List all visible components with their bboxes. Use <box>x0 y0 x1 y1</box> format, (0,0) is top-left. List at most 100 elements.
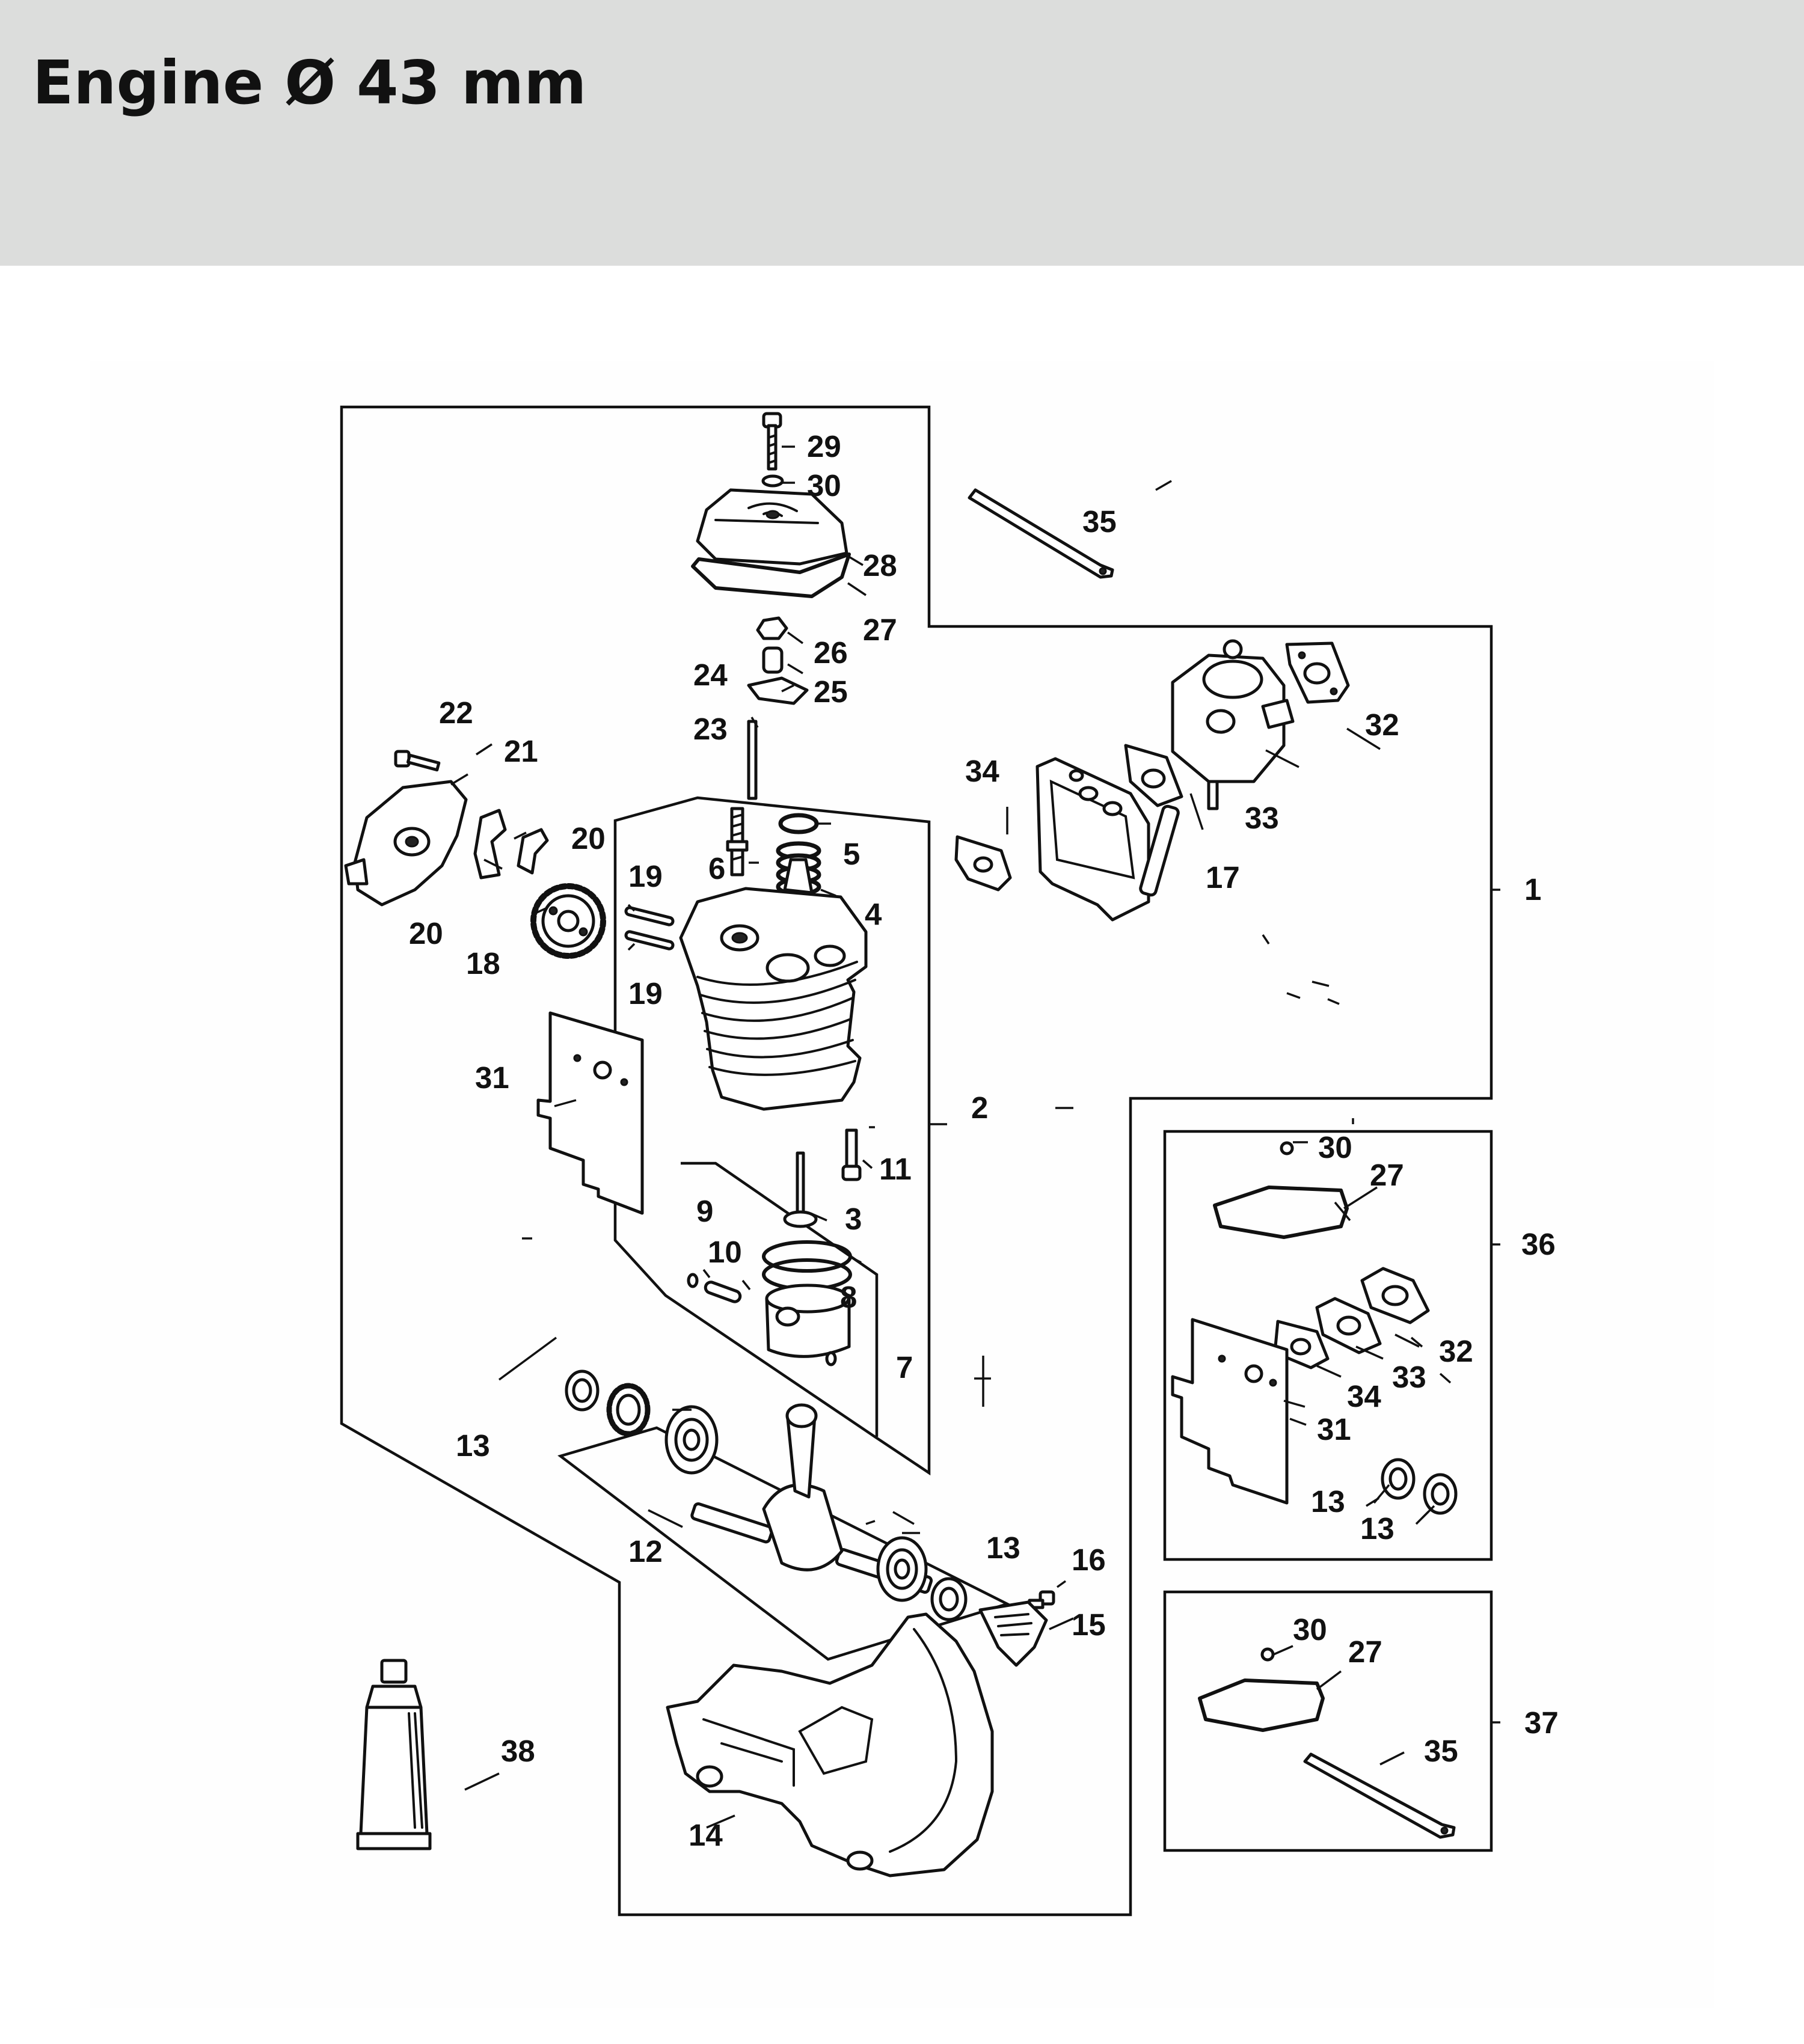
part-30-washer <box>761 474 784 488</box>
kit36-callout-36: 36 <box>1521 1227 1556 1261</box>
part-31-gasket-plate <box>536 1011 644 1215</box>
part-18-cam-gear <box>530 883 606 959</box>
part-27-gasket <box>691 552 851 598</box>
kit36-callout-27: 27 <box>1370 1158 1404 1192</box>
kit36-gasket-34 <box>1273 1320 1330 1369</box>
callout-30: 30 <box>807 468 841 503</box>
kit-37-box <box>1163 1590 1493 1852</box>
part-26-nut <box>756 616 788 640</box>
kit36-plate-31 <box>1171 1318 1289 1505</box>
callout-6: 6 <box>708 851 725 886</box>
kit37-gasket-27 <box>1198 1678 1325 1732</box>
callout-2: 2 <box>971 1091 988 1125</box>
callout-17: 17 <box>1206 860 1240 895</box>
part-15-sensor <box>978 1600 1048 1667</box>
piston <box>765 1284 851 1358</box>
callout-4: 4 <box>865 897 882 931</box>
part-11-screw <box>841 1128 862 1181</box>
callout-26: 26 <box>814 635 848 670</box>
callout-15: 15 <box>1072 1608 1106 1642</box>
callout-32: 32 <box>1365 708 1399 742</box>
part-19-pin-lower <box>624 930 675 950</box>
callout-27: 27 <box>863 613 897 647</box>
callout-1: 1 <box>1524 872 1541 907</box>
part-20-lever-left <box>473 809 507 880</box>
assembly-2-outline <box>613 796 931 1476</box>
part-24-rocker-arm <box>747 676 809 705</box>
callout-33: 33 <box>1245 801 1279 835</box>
kit36-gasket-33 <box>1315 1297 1382 1354</box>
callout-29: 29 <box>807 429 841 464</box>
callout-12: 12 <box>628 1534 663 1568</box>
callout-10: 10 <box>708 1235 742 1269</box>
part-14-crankcase <box>666 1612 994 1877</box>
part-34-gasket <box>954 835 1012 892</box>
kit37-tool-35 <box>1303 1752 1456 1839</box>
callout-8: 8 <box>840 1280 857 1314</box>
part-3-valve <box>783 1151 818 1228</box>
kit37-callout-35: 35 <box>1424 1734 1458 1768</box>
part-13-oil-seal-left <box>565 1369 600 1412</box>
part-29-screw <box>762 412 782 471</box>
part-25-sleeve <box>762 646 784 674</box>
callout-11: 11 <box>879 1152 912 1186</box>
part-6-stud <box>726 807 749 877</box>
circlip-right <box>825 1351 837 1366</box>
kit36-callout-13b: 13 <box>1360 1511 1394 1546</box>
part-35-tool <box>968 488 1114 579</box>
kit37-washer <box>1260 1647 1275 1662</box>
callout-24: 24 <box>693 658 728 692</box>
kit36-seal-13b <box>1423 1473 1458 1515</box>
callout-3: 3 <box>845 1202 862 1236</box>
callout-19a: 19 <box>628 859 663 893</box>
kit36-callout-30: 30 <box>1318 1130 1352 1164</box>
kit36-callout-33: 33 <box>1392 1360 1426 1394</box>
diagram-canvas: 1 2 3 4 5 6 7 8 9 10 11 12 13 13 14 15 1… <box>90 361 1714 2008</box>
kit37-callout-30: 30 <box>1293 1612 1327 1647</box>
part-28-valve-cover <box>696 488 848 566</box>
callout-7: 7 <box>896 1350 913 1385</box>
callout-13a: 13 <box>456 1428 490 1463</box>
callout-22: 22 <box>439 696 473 730</box>
callout-19b: 19 <box>628 976 663 1011</box>
part-22-screw <box>394 750 441 772</box>
callout-25: 25 <box>814 675 848 709</box>
exploded-parts-diagram: 1 2 3 4 5 6 7 8 9 10 11 12 13 13 14 15 1… <box>340 405 1559 1917</box>
callout-20b: 20 <box>409 916 443 950</box>
part-21-gear-cover <box>344 780 468 907</box>
part-9-circlip <box>687 1273 699 1288</box>
kit36-callout-34: 34 <box>1347 1379 1381 1413</box>
leader-lines <box>450 445 1500 1829</box>
kit36-gasket-27 <box>1213 1186 1349 1239</box>
kit36-gasket-32 <box>1360 1267 1430 1324</box>
callout-16: 16 <box>1072 1543 1106 1577</box>
callout-9: 9 <box>696 1194 713 1228</box>
part-8-piston-rings <box>762 1240 852 1291</box>
callout-28: 28 <box>863 548 897 583</box>
part-32-gasket <box>1285 641 1350 704</box>
part-33-gasket <box>1124 744 1183 807</box>
callout-20a: 20 <box>571 821 606 855</box>
assembly-12-outline <box>557 1426 1011 1661</box>
callout-21: 21 <box>504 734 538 768</box>
part-38-grease-tube <box>356 1659 432 1850</box>
assembly-1-outline <box>340 405 1493 1917</box>
callout-31: 31 <box>475 1060 509 1095</box>
callout-18: 18 <box>466 946 500 981</box>
header-bar: Engine Ø 43 mm <box>0 0 1804 266</box>
ball-bearing-left <box>664 1405 719 1475</box>
ball-bearing-right <box>876 1536 928 1602</box>
part-19-pin-upper <box>624 906 675 926</box>
part-5-spring-seat <box>778 813 819 834</box>
kit37-callout-27: 27 <box>1348 1635 1382 1669</box>
callout-38: 38 <box>501 1734 535 1768</box>
callout-5: 5 <box>843 837 860 871</box>
part-17-tube <box>1139 804 1180 897</box>
kit36-callout-13a: 13 <box>1311 1484 1345 1519</box>
kit36-seal-13a <box>1381 1458 1416 1500</box>
part-10-piston-pin <box>704 1281 742 1303</box>
page-title: Engine Ø 43 mm <box>32 47 587 118</box>
callout-35: 35 <box>1082 504 1117 539</box>
part-20-lever-right <box>517 828 549 875</box>
callout-13b: 13 <box>986 1531 1020 1565</box>
